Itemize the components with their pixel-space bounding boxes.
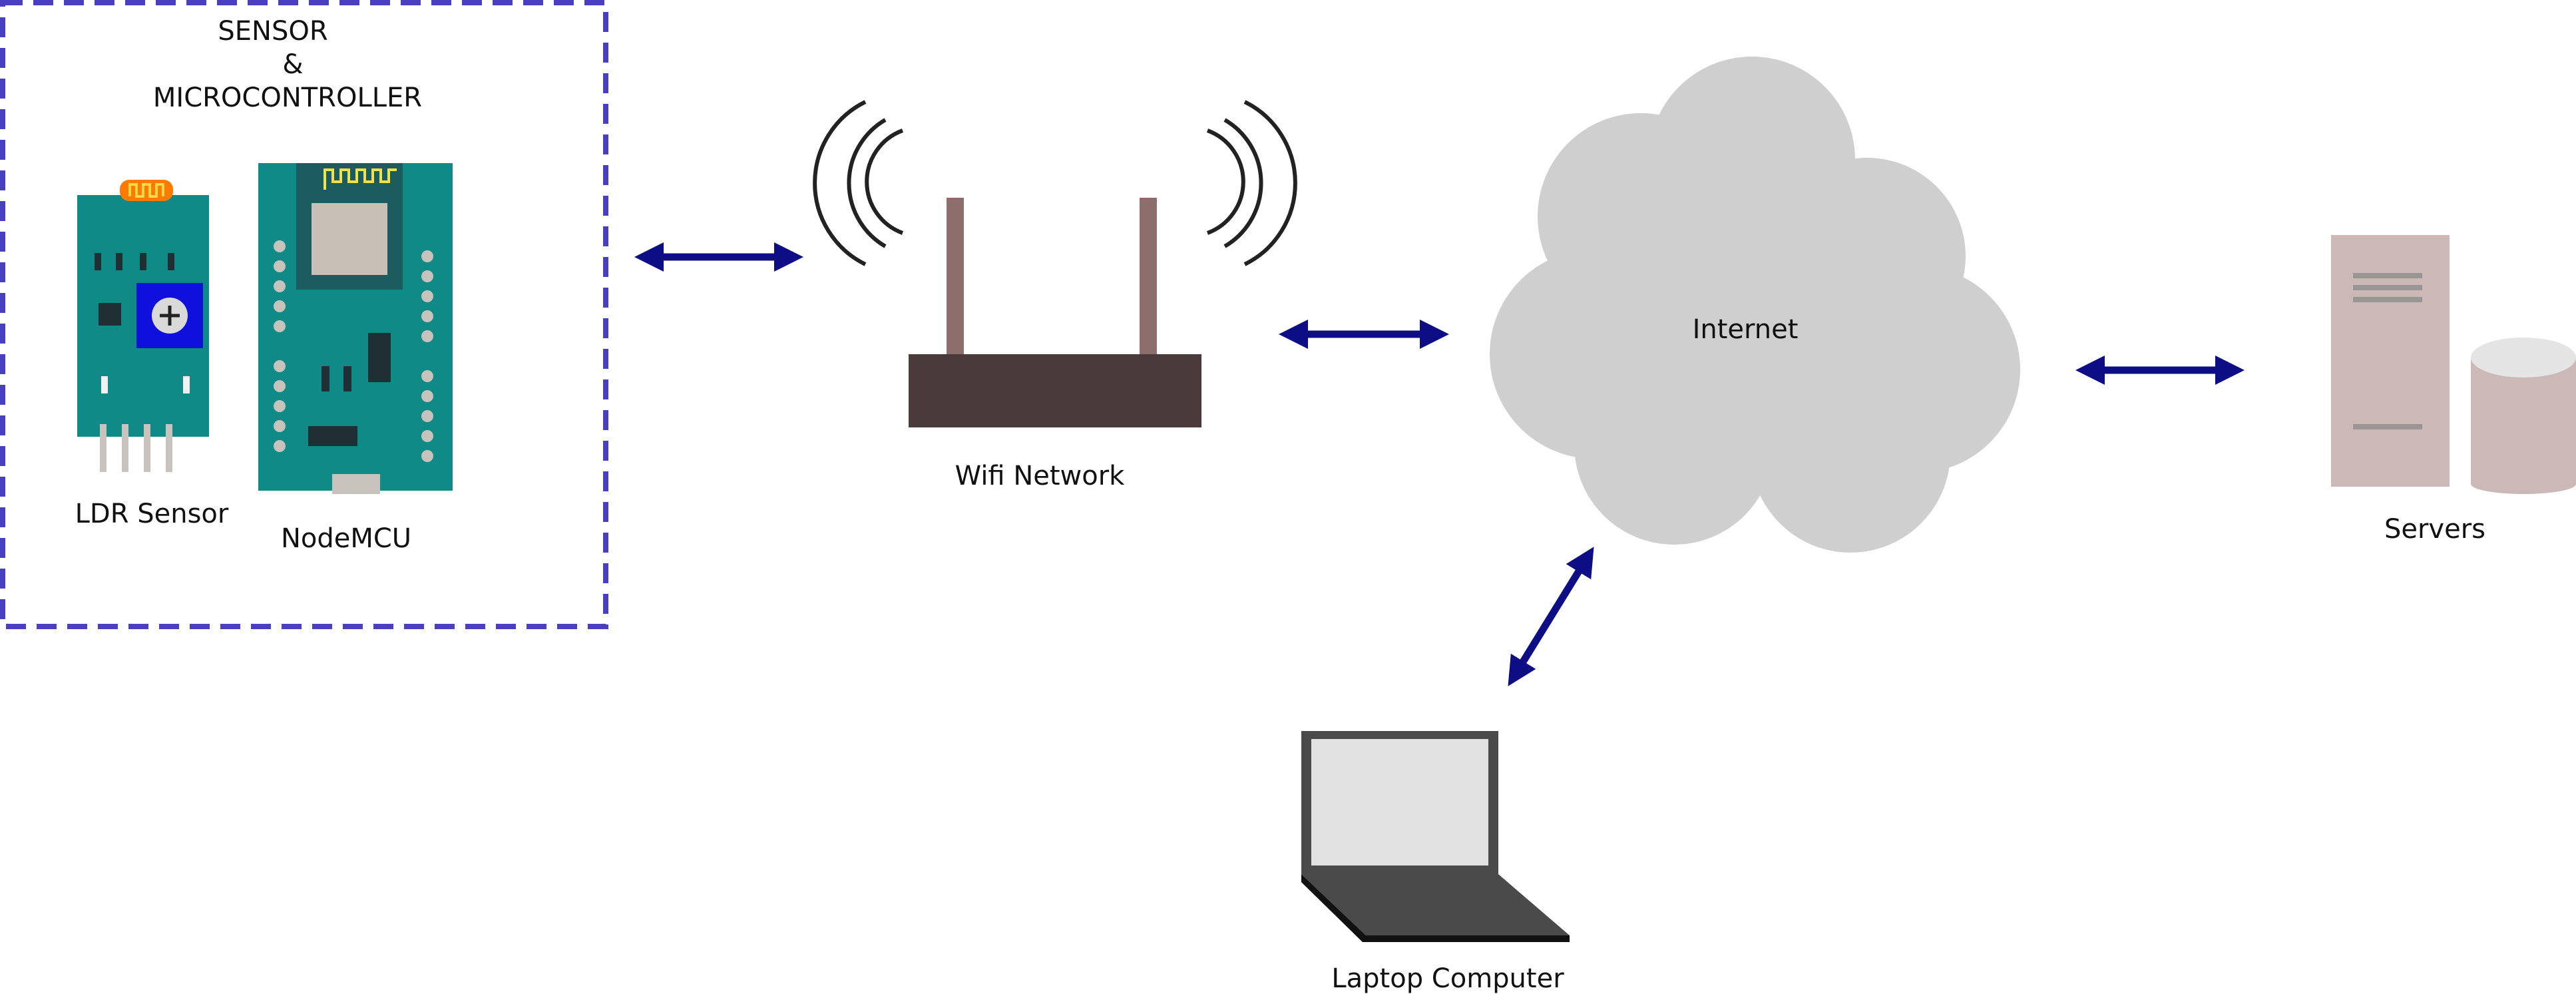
servers-label: Servers [2384, 514, 2485, 545]
internet-label: Internet [1693, 314, 1799, 345]
laptop-icon [1301, 731, 1570, 942]
sensor-microcontroller-group: SENSOR & MICROCONTROLLER [0, 0, 608, 629]
laptop-computer-label: Laptop Computer [1331, 963, 1564, 994]
arrow-internet-to-laptop [1508, 547, 1594, 686]
server-database-icon [2331, 235, 2576, 494]
wifi-network-label: Wifi Network [955, 461, 1126, 491]
nodemcu-board-icon [258, 163, 453, 494]
ldr-sensor-label: LDR Sensor [75, 499, 229, 529]
connection-arrows [634, 242, 2245, 686]
group-title-line2: & [282, 49, 303, 80]
cloud-icon [1490, 57, 2020, 553]
group-title-line3: MICROCONTROLLER [153, 83, 422, 113]
ldr-sensor-board-icon [77, 180, 209, 472]
nodemcu-label: NodeMCU [281, 523, 411, 554]
group-title-line1: SENSOR [218, 16, 327, 47]
wifi-router-icon [813, 100, 1297, 427]
